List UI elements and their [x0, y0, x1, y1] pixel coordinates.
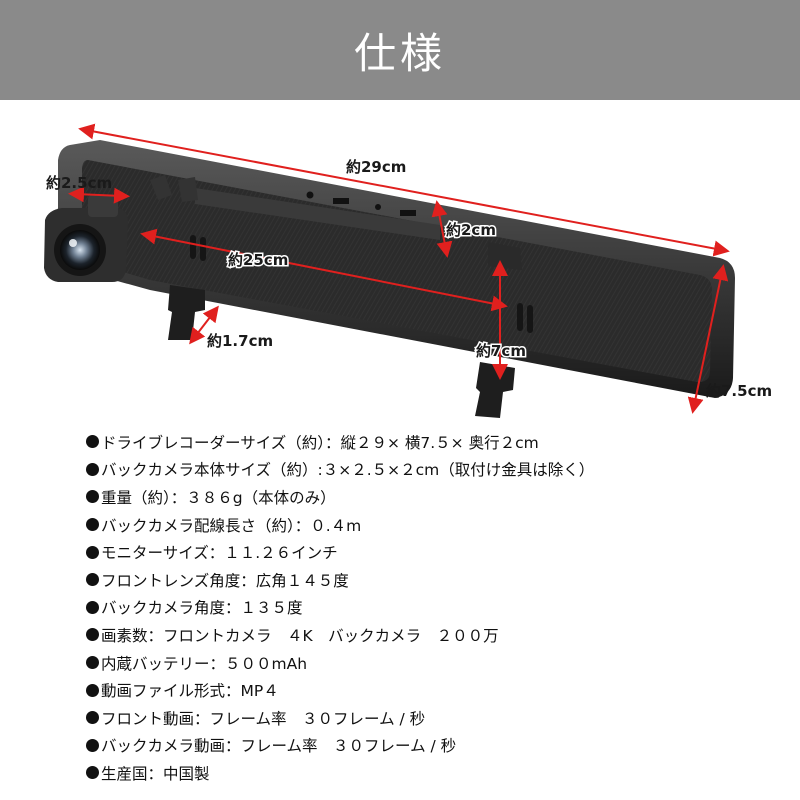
- bullet-icon: [86, 656, 99, 670]
- spec-item: フロントレンズ角度：広角１４５度: [86, 566, 786, 594]
- bullet-icon: [86, 573, 99, 587]
- bullet-icon: [86, 600, 99, 614]
- dim-camera-height: 約2.5cm: [46, 174, 112, 192]
- bullet-icon: [86, 518, 99, 532]
- bullet-icon: [86, 490, 99, 504]
- bullet-icon: [86, 711, 99, 725]
- spec-item: バックカメラ本体サイズ（約）:３×２.５×２cm（取付け金具は除く）: [86, 456, 786, 484]
- spec-item: 内蔵バッテリー：５００mAh: [86, 649, 786, 677]
- dim-mirror-height-outer: 約7.5cm: [706, 382, 772, 400]
- dim-bracket-depth: 約1.7cm: [207, 332, 273, 350]
- spec-item: モニターサイズ：１１.２６インチ: [86, 538, 786, 566]
- bullet-icon: [86, 738, 99, 752]
- bullet-icon: [86, 683, 99, 697]
- dim-thickness: 約2cm: [446, 221, 496, 239]
- page-title: 仕様: [353, 28, 446, 78]
- product-image: 約29cm 約2.5cm 約25cm 約2cm 約1.7cm 約7cm 約7.5…: [0, 100, 800, 430]
- spec-item: バックカメラ角度：１３５度: [86, 594, 786, 622]
- bullet-icon: [86, 435, 99, 449]
- spec-item: バックカメラ動画：フレーム率 ３０フレーム / 秒: [86, 732, 786, 760]
- spec-item: ドライブレコーダーサイズ（約）：縦２９× 横7.５× 奥行２cm: [86, 428, 786, 456]
- spec-item: 重量（約）：３８６g（本体のみ）: [86, 483, 786, 511]
- spec-item: 生産国：中国製: [86, 759, 786, 787]
- bullet-icon: [86, 766, 99, 780]
- spec-item: フロント動画：フレーム率 ３０フレーム / 秒: [86, 704, 786, 732]
- bullet-icon: [86, 545, 99, 559]
- spec-item: バックカメラ配線長さ（約）：０.４m: [86, 511, 786, 539]
- dim-length-total: 約29cm: [346, 158, 406, 176]
- spec-item: 動画ファイル形式：MP４: [86, 676, 786, 704]
- bullet-icon: [86, 628, 99, 642]
- dim-width-recorder: 約25cm: [228, 251, 288, 269]
- header-banner: 仕様: [0, 0, 800, 100]
- rear-camera: [44, 195, 128, 282]
- dim-mirror-height-inner: 約7cm: [476, 342, 526, 360]
- spec-item: 画素数：フロントカメラ ４K バックカメラ ２００万: [86, 621, 786, 649]
- dashcam-mirror-illustration: 約29cm 約2.5cm 約25cm 約2cm 約1.7cm 約7cm 約7.5…: [44, 123, 772, 418]
- dimension-arrows: [68, 123, 730, 414]
- spec-list: ドライブレコーダーサイズ（約）：縦２９× 横7.５× 奥行２cm バックカメラ本…: [86, 428, 786, 787]
- bullet-icon: [86, 462, 99, 476]
